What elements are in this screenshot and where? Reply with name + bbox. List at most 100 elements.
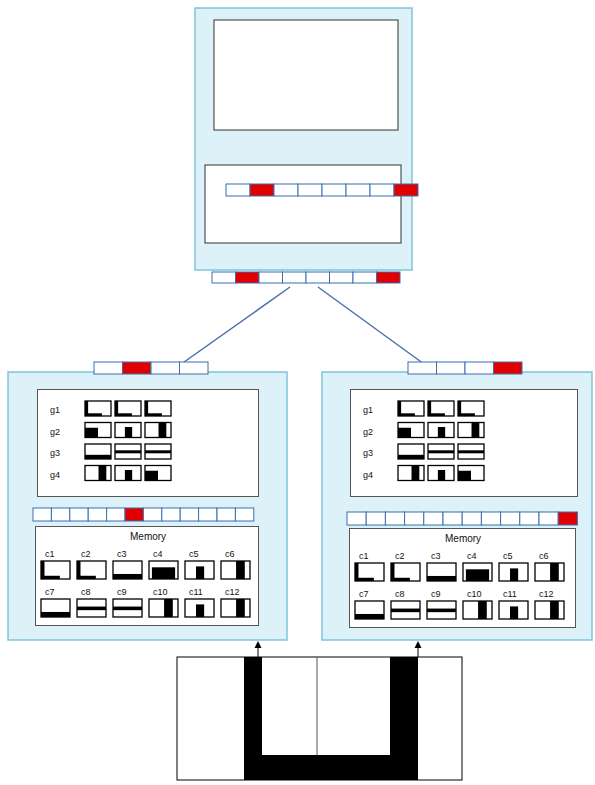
icon-fill xyxy=(99,466,107,481)
icon-fill xyxy=(391,563,394,581)
bit-cell xyxy=(212,272,236,283)
bit-cell xyxy=(501,512,520,525)
feature-icon xyxy=(427,601,456,619)
memory-box-fill xyxy=(35,526,259,626)
bit-cell xyxy=(377,272,401,283)
feature-icon xyxy=(149,561,178,579)
bit-cell xyxy=(88,508,106,521)
icon-fill xyxy=(438,470,445,481)
icon-fill xyxy=(164,599,173,617)
feature-icon xyxy=(115,423,141,438)
bit-array xyxy=(408,362,522,374)
cell-label: c7 xyxy=(45,587,55,598)
group-label: g2 xyxy=(363,427,373,438)
display-box xyxy=(214,20,398,130)
feature-icon xyxy=(458,444,484,459)
group-label: g3 xyxy=(363,448,373,459)
feature-icon xyxy=(85,423,111,438)
module-panel xyxy=(322,372,592,640)
feature-icon xyxy=(463,601,492,619)
feature-icon xyxy=(145,466,171,481)
bit-cell xyxy=(353,272,377,283)
cell-label: c5 xyxy=(189,549,199,560)
icon-fill xyxy=(550,563,559,581)
bit-cell xyxy=(236,272,260,283)
bit-cell xyxy=(33,508,51,521)
icon-fill xyxy=(145,401,148,416)
icon-fill xyxy=(458,471,471,481)
icon-fill xyxy=(510,606,518,619)
bit-cell xyxy=(226,184,250,196)
bit-cell xyxy=(405,512,424,525)
icon-fill xyxy=(115,401,118,416)
bit-cell xyxy=(370,184,394,196)
bit-cell xyxy=(539,512,558,525)
feature-icon xyxy=(398,444,424,459)
icon-fill xyxy=(478,601,487,619)
group-label: g4 xyxy=(50,470,60,481)
cell-label: c2 xyxy=(81,549,91,560)
group-label: g2 xyxy=(50,427,60,438)
feature-icon xyxy=(185,561,214,579)
feature-icon xyxy=(113,561,142,579)
cell-label: c4 xyxy=(153,549,163,560)
feature-icon xyxy=(535,601,564,619)
feature-icon xyxy=(428,466,454,481)
icon-fill xyxy=(77,607,106,611)
cell-label: c12 xyxy=(225,587,240,598)
icon-fill xyxy=(125,470,132,481)
array-box xyxy=(205,165,401,243)
bit-cell xyxy=(494,362,523,374)
cell-label: c8 xyxy=(81,587,91,598)
bit-cell xyxy=(424,512,443,525)
feature-icon xyxy=(427,563,456,581)
icon-fill xyxy=(428,401,431,416)
bit-cell xyxy=(481,512,500,525)
bit-cell xyxy=(259,272,283,283)
group-label: g1 xyxy=(50,405,60,416)
icon-fill xyxy=(113,607,142,611)
bit-array xyxy=(212,272,400,283)
memory-box: Memoryc1c2c3c4c5c6c7c8c9c10c11c12 xyxy=(35,526,259,626)
cell-label: c8 xyxy=(395,589,405,600)
icon-fill xyxy=(438,427,445,438)
icon-fill xyxy=(41,612,70,617)
pattern-box: g1g2g3g4 xyxy=(350,389,578,497)
feature-icon xyxy=(428,444,454,459)
feature-icon xyxy=(463,563,492,581)
feature-icon xyxy=(113,599,142,617)
cell-label: c10 xyxy=(153,587,168,598)
feature-icon xyxy=(85,444,111,459)
arrow-head xyxy=(415,641,422,648)
memory-title: Memory xyxy=(445,533,481,545)
bit-array xyxy=(94,362,208,374)
bit-cell xyxy=(151,362,180,374)
icon-fill xyxy=(466,569,489,581)
bit-cell xyxy=(180,362,209,374)
bit-cell xyxy=(143,508,161,521)
feature-icon xyxy=(355,563,384,581)
cell-label: c9 xyxy=(117,587,127,598)
bit-cell xyxy=(385,512,404,525)
bit-cell xyxy=(250,184,274,196)
bit-cell xyxy=(70,508,88,521)
bit-cell xyxy=(199,508,217,521)
feature-icon xyxy=(391,563,420,581)
bit-cell xyxy=(94,362,123,374)
icon-fill xyxy=(236,599,245,617)
pattern-box-fill xyxy=(37,389,259,497)
feature-icon xyxy=(355,601,384,619)
cell-label: c10 xyxy=(467,589,482,600)
icon-fill xyxy=(77,561,80,579)
icon-fill xyxy=(85,455,111,459)
icon-fill xyxy=(355,614,384,619)
icon-fill xyxy=(391,609,420,613)
icon-fill xyxy=(472,423,480,438)
icon-fill xyxy=(398,401,401,416)
group-label: g4 xyxy=(363,470,373,481)
bit-cell xyxy=(180,508,198,521)
feature-icon xyxy=(145,401,171,416)
icon-fill xyxy=(427,609,456,613)
icon-fill xyxy=(125,427,132,438)
